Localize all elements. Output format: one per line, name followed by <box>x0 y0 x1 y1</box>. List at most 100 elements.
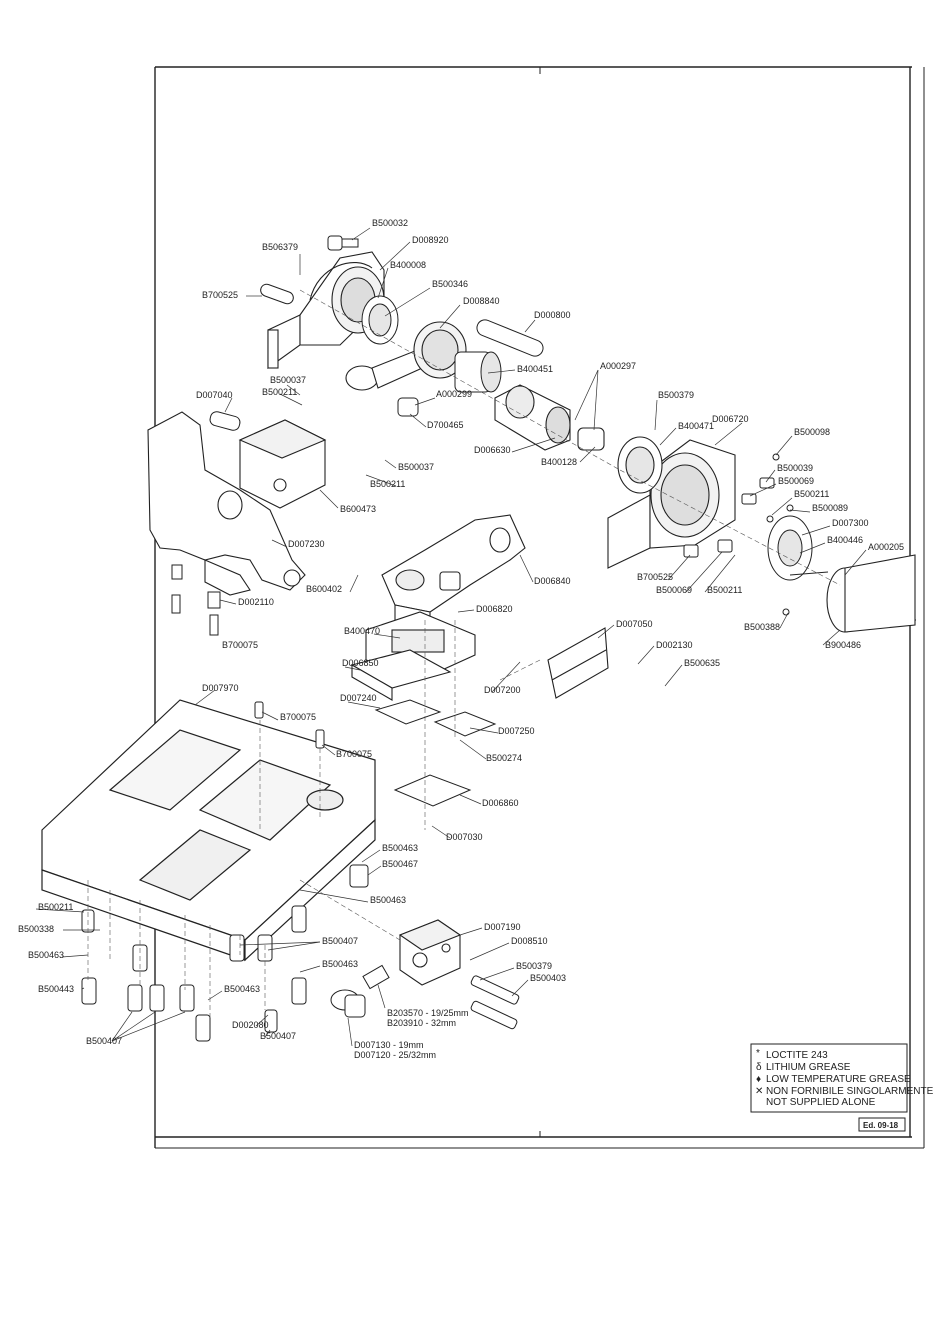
clamp-block-d007190 <box>398 919 462 986</box>
part-label: B400446 <box>827 535 863 545</box>
part-label: B500463 <box>382 843 418 853</box>
part-label: D006860 <box>482 798 519 808</box>
part-label: D000800 <box>534 310 571 320</box>
pin-d000800 <box>476 319 544 357</box>
slider-plate <box>350 649 452 701</box>
adjust-screws <box>470 975 520 1030</box>
part-label: B500407 <box>86 1036 122 1046</box>
part-label: B203570 - 19/25mm <box>387 1008 469 1018</box>
part-label: B900486 <box>825 640 861 650</box>
part-label: B600473 <box>340 504 376 514</box>
legend-lithium-grease: LITHIUM GREASE <box>766 1062 851 1073</box>
edition-label: Ed. 09-18 <box>863 1121 899 1130</box>
threaded-stud <box>330 964 390 1018</box>
legend-loctite: LOCTITE 243 <box>766 1050 828 1061</box>
legend-not-supplied: NOT SUPPLIED ALONE <box>766 1097 876 1108</box>
part-label: B500211 <box>707 585 742 595</box>
part-label: B500379 <box>516 961 552 971</box>
part-label: A000297 <box>600 361 636 371</box>
part-label: D007040 <box>196 390 233 400</box>
part-label: D007030 <box>446 832 483 842</box>
left-frame-bracket <box>147 411 306 596</box>
pin-b700525 <box>260 283 294 305</box>
part-label: B506379 <box>262 242 298 252</box>
plate-d007240 <box>374 699 497 807</box>
part-label: B500463 <box>28 950 64 960</box>
part-label: D007130 - 19mm <box>354 1040 424 1050</box>
part-label: D700465 <box>427 420 464 430</box>
bushing-a000299 <box>397 397 419 417</box>
servo-unit <box>238 419 327 509</box>
part-label: B400470 <box>344 626 380 636</box>
part-label: B203910 - 32mm <box>387 1018 456 1028</box>
part-label: B500407 <box>260 1031 296 1041</box>
part-label: B500037 <box>398 462 434 472</box>
part-label: B400128 <box>541 457 577 467</box>
part-label: B500463 <box>322 959 358 969</box>
part-label: B500211 <box>38 902 73 912</box>
part-label: B500346 <box>432 279 468 289</box>
part-label: B500032 <box>372 218 408 228</box>
part-label: B700075 <box>336 749 372 759</box>
part-label: D007200 <box>484 685 521 695</box>
crank-shaft <box>494 384 605 451</box>
part-label: B500037 <box>270 375 306 385</box>
part-label: B500274 <box>486 753 522 763</box>
part-label: B500635 <box>684 658 720 668</box>
part-label: D007120 - 25/32mm <box>354 1050 436 1060</box>
part-label: D007240 <box>340 693 377 703</box>
part-label: B500069 <box>656 585 692 595</box>
part-label: D006850 <box>342 658 379 668</box>
part-label: B500403 <box>530 973 566 983</box>
pin-d007040 <box>209 411 241 431</box>
leader-lines <box>35 227 867 1047</box>
part-label: B700525 <box>637 572 673 582</box>
part-label: D007230 <box>288 539 325 549</box>
part-label: D007970 <box>202 683 239 693</box>
bolt-b500032 <box>327 235 359 251</box>
legend-symbol-delta: δ <box>756 1062 762 1073</box>
part-label: B700525 <box>202 290 238 300</box>
edition-box: Ed. 09-18 <box>858 1117 906 1132</box>
legend-symbol-cross: ✕ <box>755 1086 763 1097</box>
bearing-ring <box>361 295 399 345</box>
part-label: D002130 <box>656 640 693 650</box>
drawing-frame <box>154 66 925 1149</box>
part-label: B500463 <box>370 895 406 905</box>
connecting-rod <box>345 321 467 391</box>
legend-non-fornibile: NON FORNIBILE SINGOLARMENTE <box>766 1086 934 1097</box>
part-label: B500467 <box>382 859 418 869</box>
part-label: A000205 <box>868 542 904 552</box>
part-label: D006630 <box>474 445 511 455</box>
blade-d007050 <box>547 627 609 699</box>
legend-symbol-asterisk: * <box>756 1048 760 1059</box>
part-label: D006840 <box>534 576 571 586</box>
part-label: A000299 <box>436 389 472 399</box>
part-label: B500407 <box>322 936 358 946</box>
part-label: B400451 <box>517 364 553 374</box>
part-label: D007300 <box>832 518 869 528</box>
part-label: B500039 <box>777 463 813 473</box>
part-label: B500089 <box>812 503 848 513</box>
part-label: D007190 <box>484 922 521 932</box>
base-plate <box>41 699 376 962</box>
motor-flange-housing <box>607 436 736 569</box>
assembly-axes <box>87 289 841 1020</box>
part-label: D008510 <box>511 936 548 946</box>
part-label: D002110 <box>238 597 274 607</box>
motor-flange-ring <box>767 515 813 581</box>
part-label: D002080 <box>232 1020 269 1030</box>
part-label: B500388 <box>744 622 780 632</box>
legend-box: * LOCTITE 243 δ LITHIUM GREASE ♦ LOW TEM… <box>750 1043 934 1113</box>
part-label: D006820 <box>476 604 513 614</box>
part-label: B500443 <box>38 984 74 994</box>
part-label: B400008 <box>390 260 426 270</box>
part-label: D008920 <box>412 235 449 245</box>
part-label: B600402 <box>306 584 342 594</box>
part-label: B500211 <box>794 489 829 499</box>
part-label: B500211 <box>262 387 297 397</box>
part-label: B500338 <box>18 924 54 934</box>
legend-low-temp-grease: LOW TEMPERATURE GREASE <box>766 1074 911 1085</box>
legend-symbol-drop: ♦ <box>756 1074 761 1085</box>
